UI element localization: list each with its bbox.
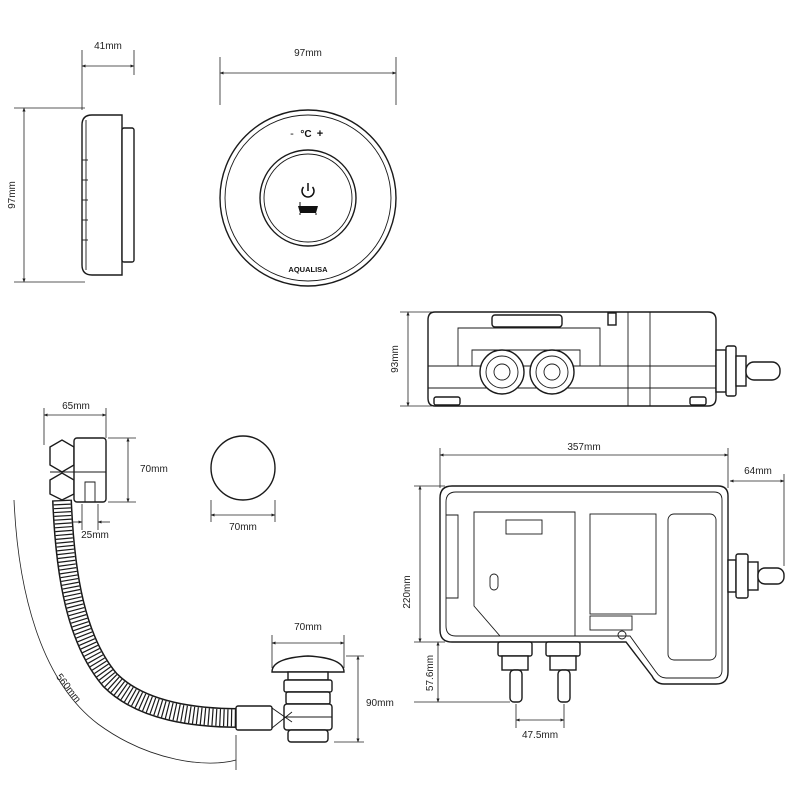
pump-plan-view: [439, 485, 785, 703]
controller-front-view: - °C + AQUALISA: [219, 109, 397, 287]
dim-label-pump-outlet: 64mm: [744, 466, 772, 477]
pump-outlet-side: [715, 345, 781, 397]
temp-plus-label: +: [317, 128, 323, 140]
dim-label-plug-height: 90mm: [366, 698, 394, 709]
dim-waste-slot: 25mm: [70, 504, 110, 541]
temp-unit-label: °C: [300, 129, 311, 140]
dim-controller-depth: 41mm: [81, 41, 135, 110]
pump-label-plate: [589, 615, 633, 631]
dim-label-inlet-spacing: 47.5mm: [522, 730, 558, 741]
side-ridges: [82, 159, 88, 241]
dim-label-waste-depth: 65mm: [62, 401, 90, 412]
waste-fitting: [49, 437, 107, 503]
pump-inlet-right: [529, 349, 575, 395]
dim-hose-length: 560mm: [13, 499, 237, 770]
brand-logo-text: AQUALISA: [288, 265, 328, 274]
dim-pump-length: 357mm: [439, 442, 729, 488]
dim-label-pump-inlet-height: 57.6mm: [425, 655, 436, 691]
pump-center-panel: [589, 513, 657, 615]
dim-label-hose-length: 560mm: [53, 672, 82, 705]
flexible-hose: [52, 499, 273, 731]
dim-label-controller-height: 97mm: [7, 181, 18, 209]
dim-waste-height: 70mm: [108, 437, 168, 503]
power-icon: [301, 183, 315, 198]
pump-inlet-pipe-right: [545, 641, 581, 703]
bath-icon: [298, 202, 318, 215]
temp-minus-label: -: [290, 128, 294, 140]
dim-pump-outlet: 64mm: [729, 466, 785, 566]
dim-pump-width: 220mm: [402, 485, 445, 643]
dim-plug-height: 90mm: [334, 655, 394, 743]
dim-controller-width: 97mm: [219, 48, 397, 105]
dim-pump-inlet-height: 57.6mm: [414, 641, 510, 703]
plug-waste: [271, 655, 345, 743]
dim-label-pump-length: 357mm: [567, 442, 600, 453]
cover-plate: [210, 435, 276, 501]
controller-side-view: [81, 114, 135, 276]
pump-motor-panel: [473, 511, 576, 637]
dim-label-pump-height: 93mm: [390, 345, 401, 373]
dim-plug-diameter: 70mm: [271, 622, 345, 668]
pump-foot: [433, 396, 707, 406]
dim-label-waste-height: 70mm: [140, 464, 168, 475]
dim-inlet-spacing: 47.5mm: [515, 704, 565, 741]
pump-inlet-left: [479, 349, 525, 395]
pump-inlet-pipe-left: [497, 641, 533, 703]
dim-plate-diameter: 70mm: [210, 500, 276, 533]
dim-label-plug-diameter: 70mm: [294, 622, 322, 633]
dim-label-pump-width: 220mm: [402, 575, 413, 608]
pump-outlet-plan: [727, 553, 785, 599]
dim-pump-height: 93mm: [390, 311, 432, 407]
dim-label-plate-diameter: 70mm: [229, 522, 257, 533]
dim-label-controller-depth: 41mm: [94, 41, 122, 52]
dim-label-controller-width: 97mm: [294, 48, 322, 59]
dim-controller-height: 97mm: [7, 107, 85, 283]
dim-waste-depth: 65mm: [43, 401, 107, 445]
pump-right-panel: [667, 513, 717, 661]
pump-side-view: [427, 311, 781, 407]
dim-label-waste-slot: 25mm: [81, 530, 109, 541]
